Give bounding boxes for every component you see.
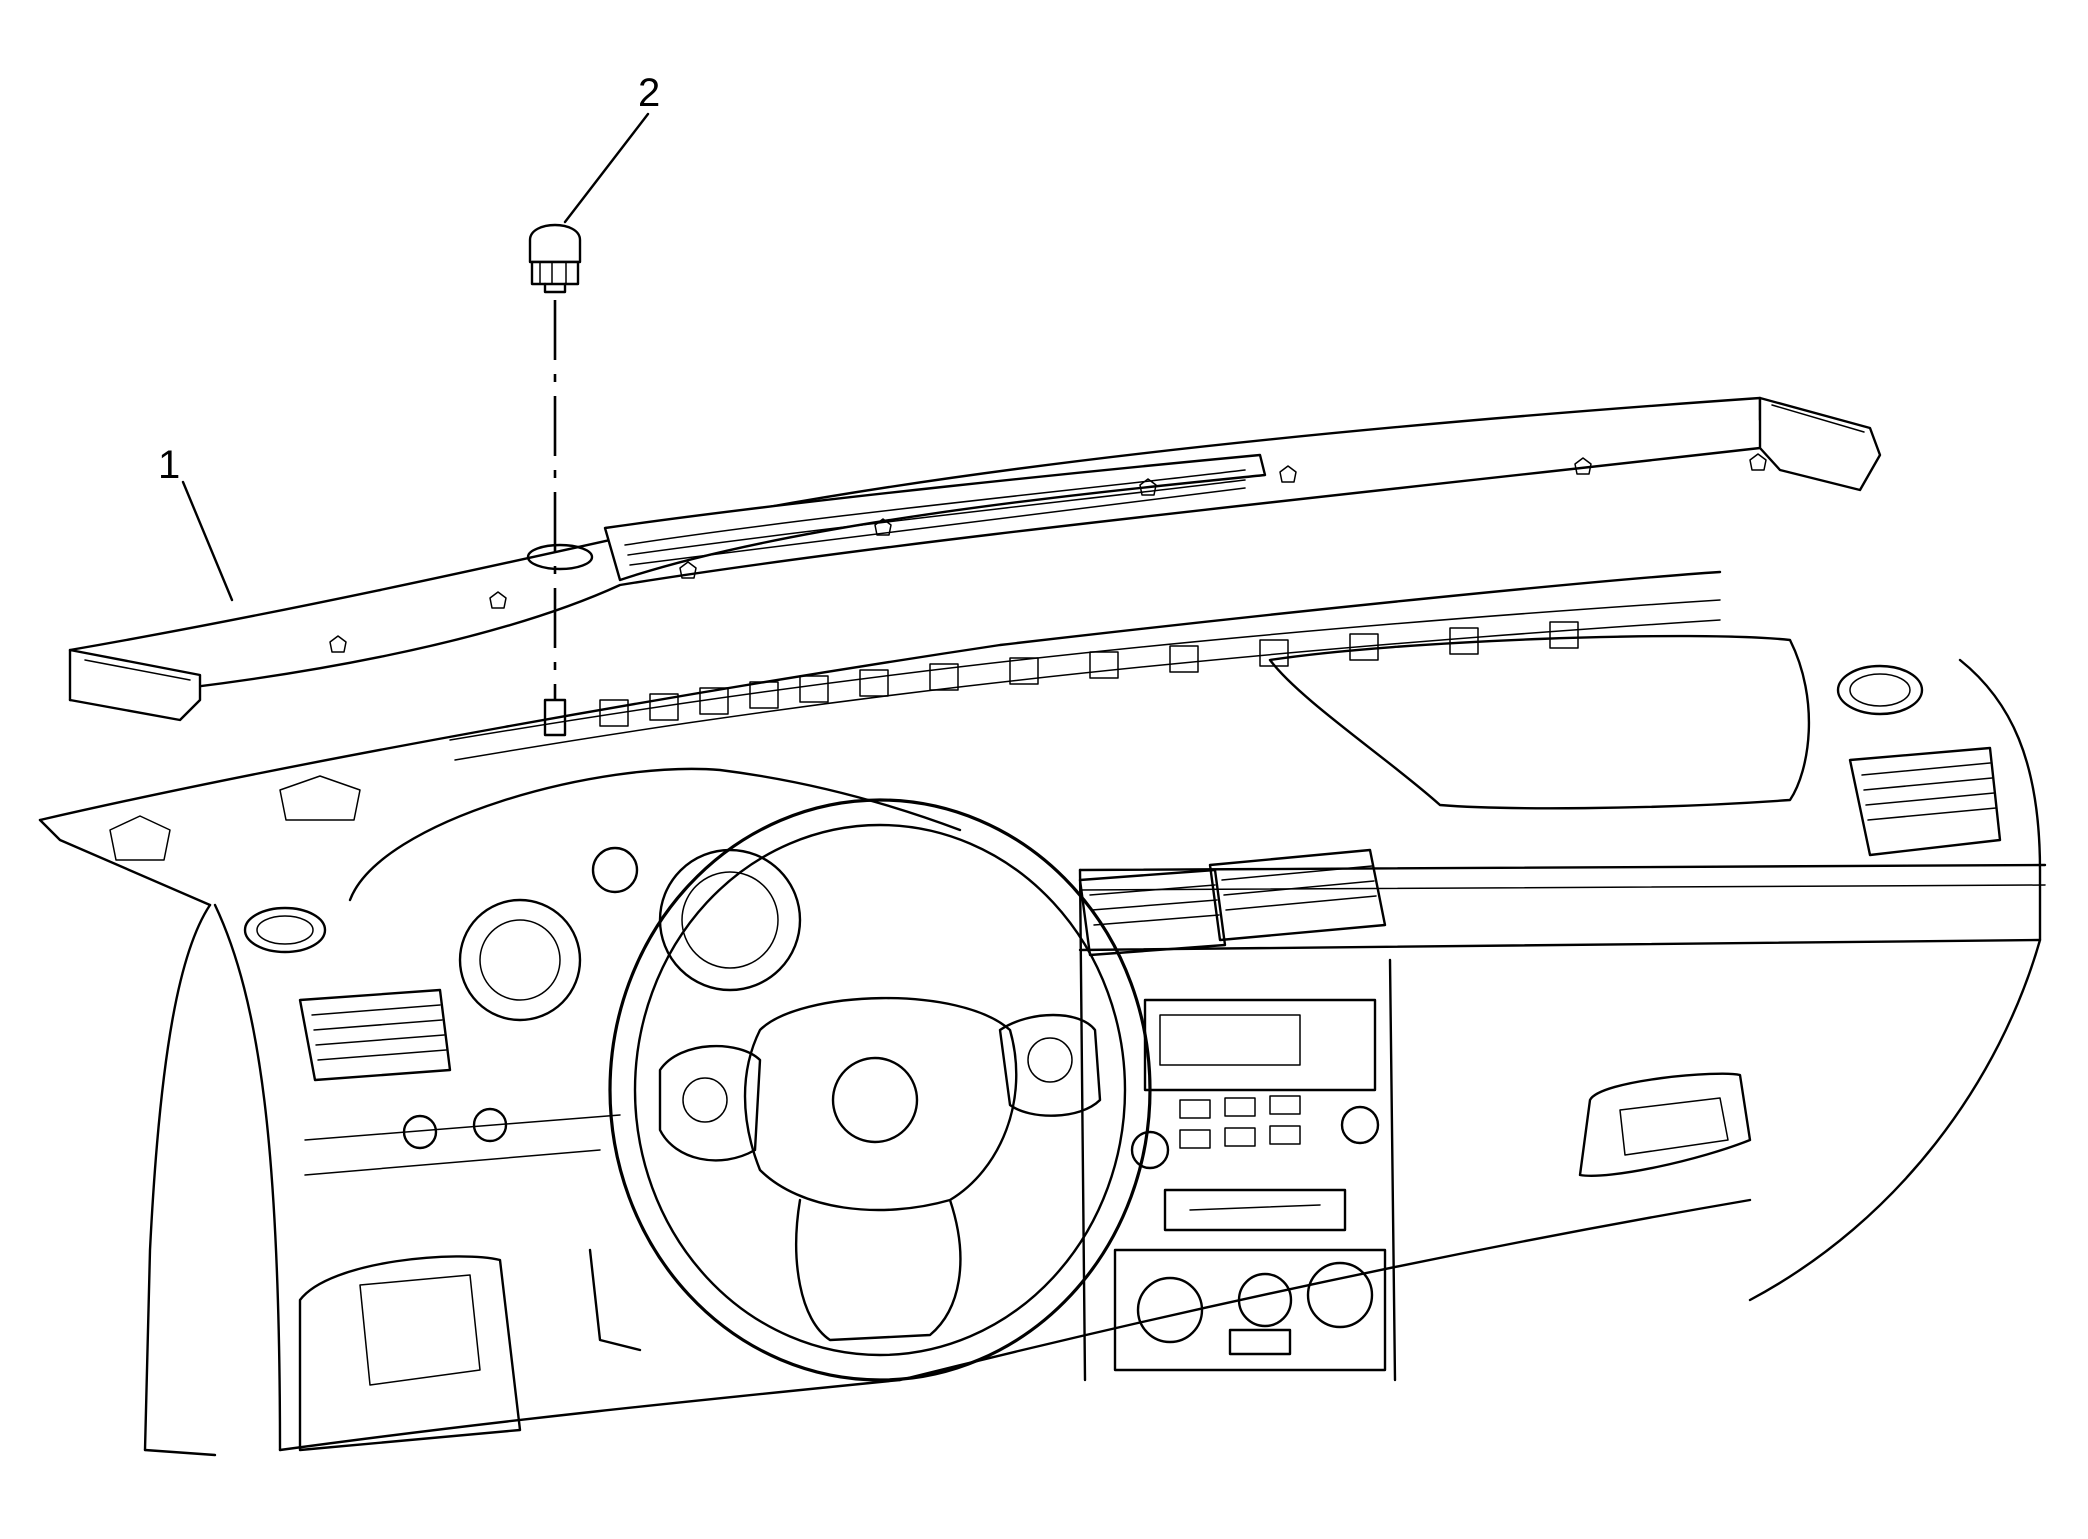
steering-wheel-icon	[588, 798, 1152, 1382]
callout-1: 1	[158, 443, 234, 602]
sensor-icon	[528, 223, 582, 737]
callout-1-label: 1	[158, 443, 180, 487]
callout-2-label: 2	[638, 71, 660, 115]
upper-trim-panel-icon	[68, 396, 1882, 722]
instrument-panel-icon	[38, 570, 2047, 1457]
callout-2: 2	[563, 71, 660, 224]
